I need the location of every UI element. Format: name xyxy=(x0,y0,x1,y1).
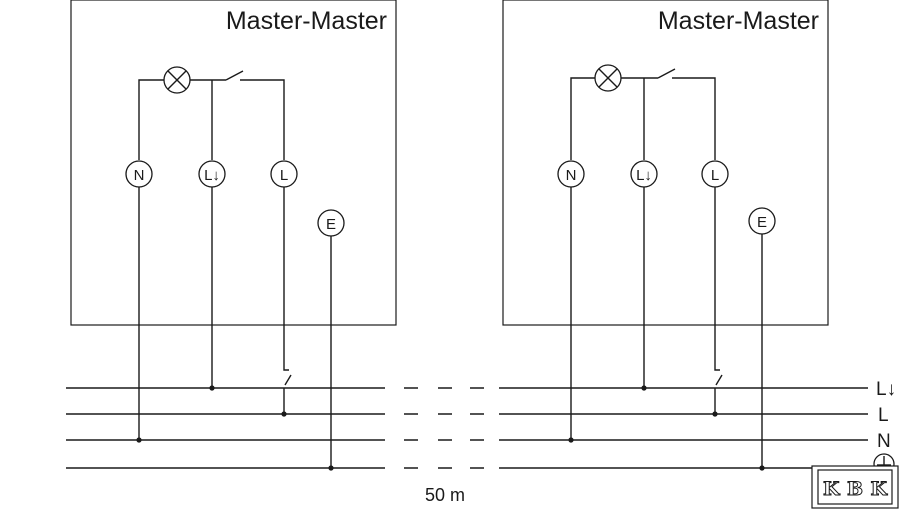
switch-unit-1: Master-Master N L↓ L E xyxy=(70,0,397,468)
svg-text:E: E xyxy=(757,214,767,231)
unit-2-internal-wiring xyxy=(570,68,716,160)
bus-lines xyxy=(66,387,868,469)
unit-2-enclosure xyxy=(502,0,829,326)
svg-text:L↓: L↓ xyxy=(204,167,220,184)
bus-label-ll: L↓ xyxy=(876,379,896,400)
unit-2-title: Master-Master xyxy=(658,7,819,35)
bus-label-l: L xyxy=(878,405,889,426)
unit-2-terminal-l: L xyxy=(701,160,729,188)
unit-2-terminal-e: E xyxy=(748,207,776,235)
unit-1-terminal-e: E xyxy=(317,209,345,237)
bus-gap-dashes xyxy=(404,387,484,469)
unit-2-drop-wires xyxy=(570,187,763,468)
svg-text:E: E xyxy=(326,216,336,233)
svg-text:N: N xyxy=(566,167,577,184)
junction-dots xyxy=(136,385,765,471)
unit-1-lamp-icon xyxy=(163,66,191,94)
unit-1-terminal-ll: L↓ xyxy=(198,160,226,188)
switch-unit-2: Master-Master N L↓ L E xyxy=(502,0,829,468)
svg-text:N: N xyxy=(134,167,145,184)
unit-1-title: Master-Master xyxy=(226,7,387,35)
unit-2-lamp-icon xyxy=(594,64,622,92)
bus-label-n: N xyxy=(877,431,891,452)
svg-text:L↓: L↓ xyxy=(636,167,652,184)
unit-2-terminal-ll: L↓ xyxy=(630,160,658,188)
unit-1-enclosure xyxy=(70,0,397,326)
svg-text:L: L xyxy=(280,167,288,184)
logo-text: KBK xyxy=(823,478,888,500)
svg-text:L: L xyxy=(711,167,719,184)
kbk-logo: KBK xyxy=(811,465,899,509)
unit-1-internal-wiring xyxy=(138,70,285,160)
distance-label: 50 m xyxy=(425,485,465,505)
unit-1-terminal-n: N xyxy=(125,160,153,188)
unit-1-drop-wires xyxy=(138,187,332,468)
unit-1-terminal-l: L xyxy=(270,160,298,188)
unit-2-terminal-n: N xyxy=(557,160,585,188)
